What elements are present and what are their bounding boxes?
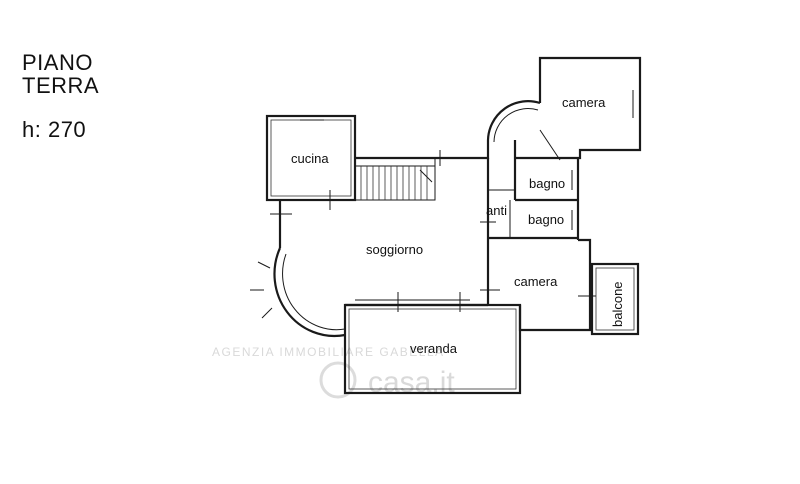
watermark-logo-icon: [319, 361, 357, 399]
label-anti: anti: [486, 203, 507, 218]
room-camera-right: [480, 238, 596, 332]
label-balcone: balcone: [610, 281, 625, 327]
floor-title-line1: PIANO: [22, 50, 93, 75]
room-balcone: [590, 262, 640, 336]
label-camera-top: camera: [562, 95, 606, 110]
label-cucina: cucina: [291, 151, 329, 166]
service-block: [480, 140, 580, 305]
label-soggiorno: soggiorno: [366, 242, 423, 257]
label-camera-right: camera: [514, 274, 558, 289]
floor-title-line2: TERRA: [22, 73, 100, 98]
exterior-walls: [250, 140, 490, 338]
label-bagno-1: bagno: [529, 176, 565, 191]
label-bagno-2: bagno: [528, 212, 564, 227]
ceiling-height: h: 270: [22, 117, 87, 142]
room-veranda: [343, 303, 522, 395]
room-camera-top: [486, 56, 642, 161]
label-veranda: veranda: [410, 341, 458, 356]
watermark-agency: AGENZIA IMMOBILIARE GABELLA: [212, 345, 445, 359]
staircase: [354, 157, 436, 201]
